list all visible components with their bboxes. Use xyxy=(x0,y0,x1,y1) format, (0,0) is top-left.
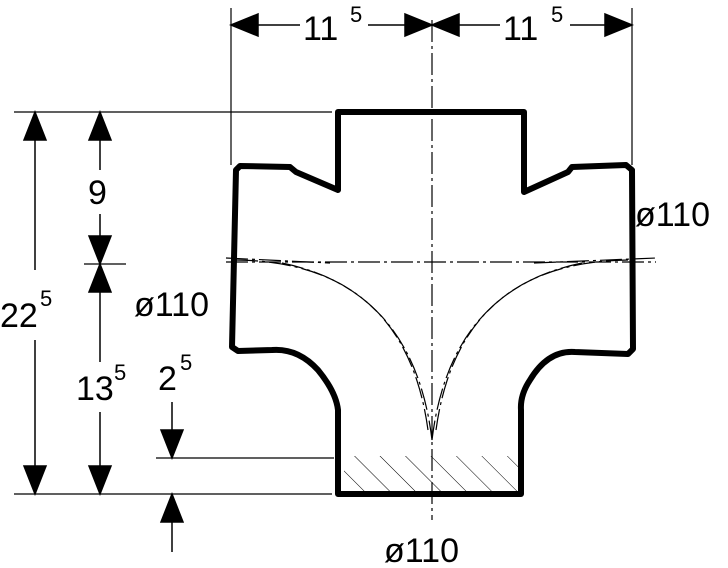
lower-height-dimension xyxy=(87,261,113,497)
horizontal-centre-line-left xyxy=(225,257,331,264)
upper-height-dimension xyxy=(87,109,113,267)
insert-depth-dimension xyxy=(159,402,185,552)
total-height-dimension xyxy=(22,109,48,497)
diameter-right-branch: ø110 xyxy=(635,196,710,234)
centre-lines xyxy=(225,20,657,520)
left-flow-curve xyxy=(281,262,433,441)
dim-lower-height-sup: 5 xyxy=(114,360,126,385)
dim-total-height: 22 xyxy=(0,297,38,335)
fitting-body-outline xyxy=(229,109,636,497)
dim-insert-depth-sup: 5 xyxy=(180,350,192,375)
dim-total-height-sup: 5 xyxy=(40,286,52,311)
dim-lower-height: 13 xyxy=(76,370,114,408)
dim-top-right-width-sup: 5 xyxy=(551,2,563,27)
dim-top-right-width: 11 xyxy=(503,10,538,48)
dim-top-left-width: 11 xyxy=(303,10,338,48)
diameter-bottom-outlet: ø110 xyxy=(384,532,459,568)
diameter-left-branch: ø110 xyxy=(134,286,209,324)
left-flow-curve-inner xyxy=(235,259,429,431)
dim-top-left-width-sup: 5 xyxy=(350,2,362,27)
extension-lines xyxy=(14,8,633,495)
dim-insert-depth: 2 xyxy=(158,360,177,398)
horizontal-centre-line-right xyxy=(533,257,657,264)
right-flow-curve-inner xyxy=(435,259,629,431)
dim-upper-height: 9 xyxy=(88,174,107,212)
width-dimension-lines xyxy=(229,12,634,38)
